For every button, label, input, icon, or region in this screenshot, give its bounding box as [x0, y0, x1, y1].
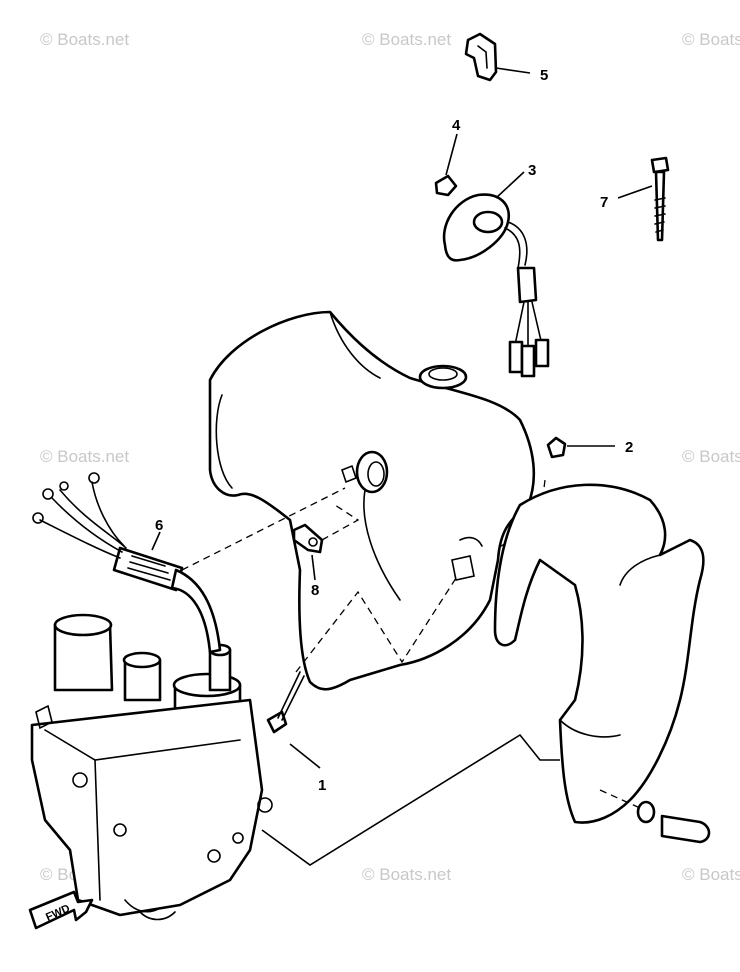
part-6-wire-harness — [32, 472, 346, 654]
callout-6: 6 — [155, 517, 163, 534]
part-2-nut — [546, 436, 615, 459]
callout-2: 2 — [625, 439, 633, 456]
pivot-pin — [599, 789, 711, 844]
part-5-clip — [464, 32, 531, 82]
part-1-bolt — [266, 574, 459, 734]
part-3-trim-sensor — [442, 171, 550, 378]
watermark: © Boats.net — [682, 30, 740, 49]
power-trim-tilt-unit — [30, 613, 273, 921]
callout-1: 1 — [318, 777, 326, 794]
cowling-side-panel — [493, 483, 705, 824]
callout-8: 8 — [311, 582, 319, 599]
callout-7: 7 — [600, 194, 608, 211]
connection-line — [261, 733, 560, 866]
watermark: © Boats.net — [40, 30, 129, 49]
watermark: © Boats.net — [40, 447, 129, 466]
watermark: © Boats.net — [682, 865, 740, 884]
callout-3: 3 — [528, 162, 536, 179]
watermark: © Boats.net — [682, 447, 740, 466]
bottom-cowling-housing — [208, 310, 536, 691]
callout-5: 5 — [540, 67, 548, 84]
fwd-arrow-icon — [28, 890, 94, 930]
part-8-cable-clamp — [292, 504, 360, 581]
callout-labels: 1 2 3 4 5 6 7 8 — [155, 67, 633, 794]
part-7-long-screw — [617, 156, 670, 242]
part-4-screw — [434, 133, 458, 197]
watermark: © Boats.net — [362, 865, 451, 884]
callout-4: 4 — [452, 117, 461, 134]
watermark: © Boats.net — [362, 30, 451, 49]
